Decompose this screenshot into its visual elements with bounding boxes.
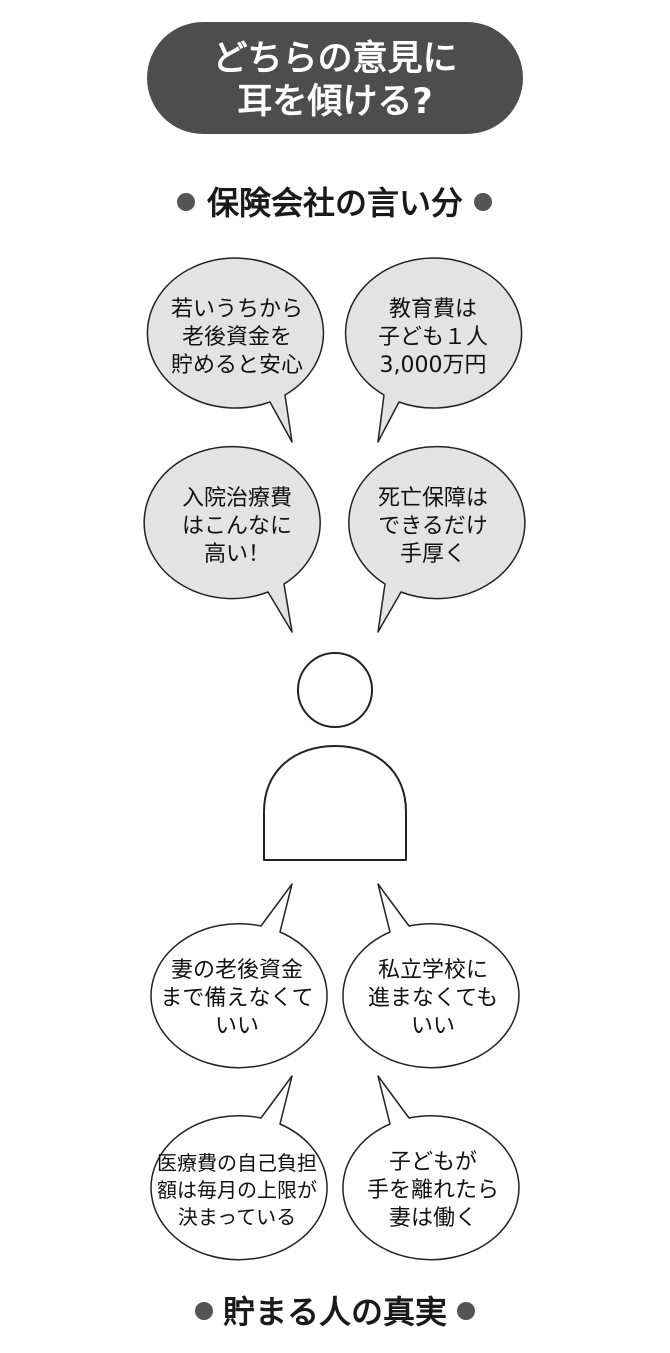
bubble-line: 進まなくても [368, 986, 498, 1011]
insurer-bubble: 入院治療費 はこんなに 高い！ [143, 445, 321, 633]
bubble-line: いい [215, 1014, 259, 1039]
speech-bubble-shape [150, 1075, 328, 1261]
saver-heading: 貯まる人の真実 [195, 1293, 475, 1331]
speech-bubble-shape [146, 257, 325, 443]
bubble-line: まで備えなくて [160, 986, 313, 1011]
bubble-line: 老後資金を [182, 325, 292, 350]
bullet-dot-left [177, 193, 195, 211]
insurer-heading-text: 保険会社の言い分 [207, 184, 463, 222]
bubble-line: 死亡保障は [378, 486, 488, 511]
saver-bubble: 私立学校に 進まなくても いい [342, 883, 520, 1069]
title-line-1: どちらの意見に [212, 39, 457, 79]
bubble-line: 若いうちから [171, 297, 303, 322]
bubble-line: 貯めると安心 [171, 353, 303, 378]
title-pill [147, 22, 523, 134]
person-figure [263, 652, 407, 861]
bubble-line: 妻の老後資金 [171, 958, 303, 983]
bubble-line: 子ども１人 [378, 325, 488, 350]
bubble-line: はこんなに [182, 514, 292, 539]
saver-bubble: 医療費の自己負担 額は毎月の上限が 決まっている [150, 1075, 328, 1261]
bubble-line: 3,000万円 [380, 353, 487, 378]
person-head [297, 652, 373, 728]
bubble-line: 妻は働く [389, 1206, 477, 1231]
bubble-line: 手を離れたら [367, 1178, 499, 1203]
insurer-bubble: 死亡保障は できるだけ 手厚く [348, 445, 526, 633]
bubble-line: 教育費は [389, 297, 477, 322]
bullet-dot-right [474, 193, 492, 211]
bubble-line: できるだけ [378, 514, 488, 539]
bubble-line: 決まっている [178, 1205, 296, 1229]
title-banner: どちらの意見に 耳を傾ける? [147, 22, 523, 134]
speech-bubble-shape [342, 883, 520, 1069]
speech-bubble-shape [143, 445, 321, 633]
bullet-dot-left [195, 1302, 213, 1320]
bubble-line: いい [411, 1014, 455, 1039]
speech-bubble-shape [150, 883, 328, 1069]
bubble-line: 手厚く [400, 542, 466, 567]
bubble-line: 医療費の自己負担 [157, 1151, 317, 1175]
title-line-2: 耳を傾ける? [237, 82, 432, 122]
bubble-line: 私立学校に [378, 958, 488, 983]
insurer-bubble: 若いうちから 老後資金を 貯めると安心 [146, 257, 325, 443]
saver-bubble: 妻の老後資金 まで備えなくて いい [150, 883, 328, 1069]
saver-heading-text: 貯まる人の真実 [223, 1293, 447, 1331]
speech-bubble-shape [342, 1075, 520, 1261]
saver-bubble: 子どもが 手を離れたら 妻は働く [342, 1075, 520, 1261]
bubble-line: 入院治療費 [182, 486, 292, 511]
person-body [263, 745, 407, 861]
speech-bubble-shape [344, 257, 523, 443]
bubble-line: 高い！ [204, 542, 270, 567]
bubble-line: 子どもが [389, 1150, 477, 1175]
bubble-line: 額は毎月の上限が [157, 1178, 317, 1202]
speech-bubble-shape [348, 445, 526, 633]
insurer-bubble: 教育費は 子ども１人 3,000万円 [344, 257, 523, 443]
insurer-heading: 保険会社の言い分 [177, 184, 492, 222]
bullet-dot-right [457, 1302, 475, 1320]
